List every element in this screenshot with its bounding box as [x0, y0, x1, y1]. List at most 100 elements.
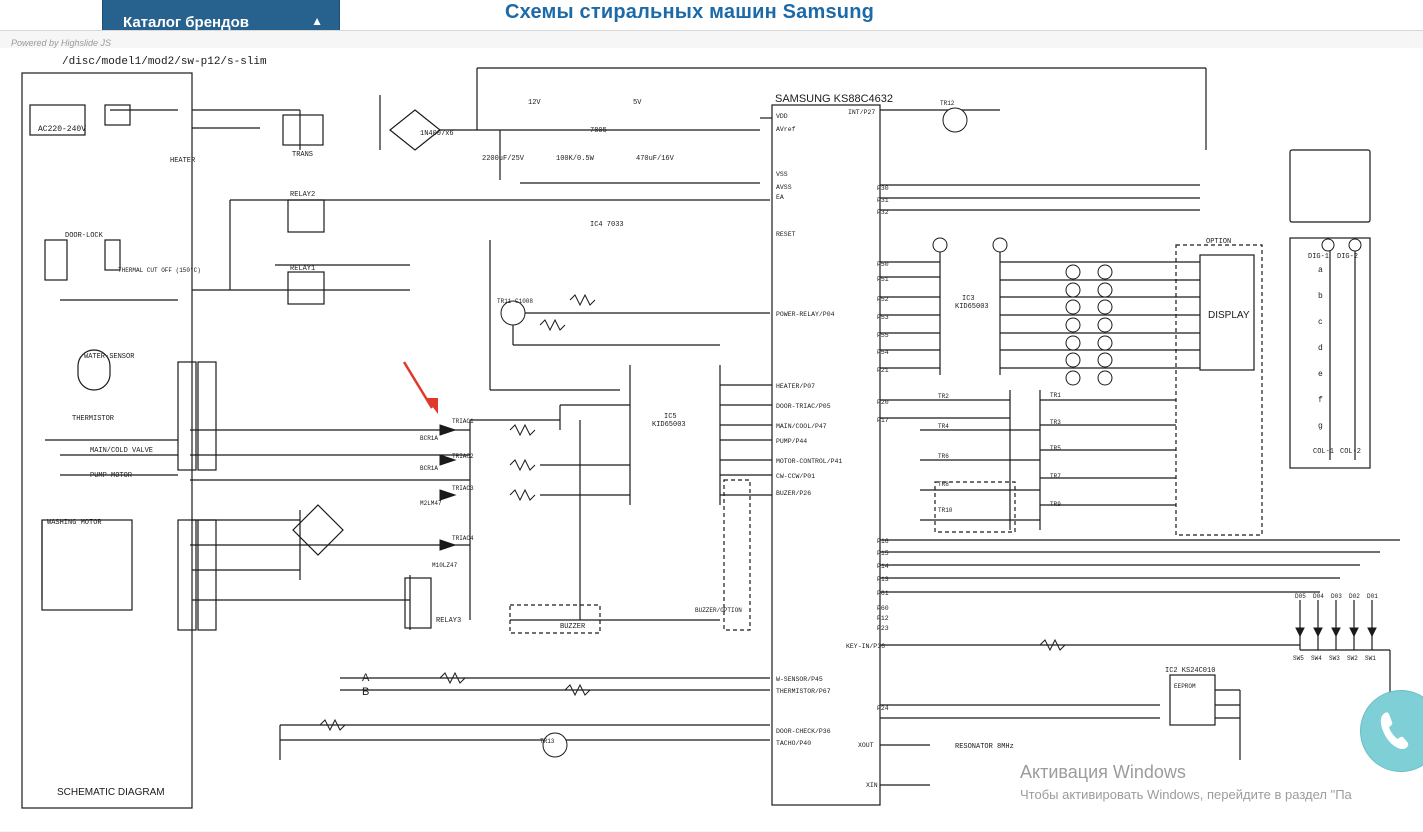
display-module	[1199, 254, 1255, 371]
eeprom-chip	[1169, 674, 1216, 726]
sw-4: SW1	[1365, 655, 1376, 662]
triac-part-1: BCR1A	[420, 465, 438, 472]
segment-map-box	[1289, 237, 1371, 469]
pin-left-2: VSS	[776, 171, 788, 178]
ce7-label: 2200uF/25V	[482, 155, 525, 163]
thermal-label: THERMAL CUT OFF (150°C)	[118, 267, 201, 274]
a-label: A	[362, 672, 370, 684]
red-arrow	[402, 361, 438, 414]
pin-left-3: AVSS	[776, 184, 792, 191]
port-5: P52	[877, 296, 889, 303]
r44-label: 100K/0.5W	[556, 155, 595, 163]
port-18: P12	[877, 615, 889, 622]
seg-f: f	[1318, 396, 1323, 405]
port-3: P50	[877, 261, 889, 268]
zener-label: 1N4007x6	[420, 130, 454, 138]
pin-label-0: HEATER/P07	[776, 383, 815, 390]
tr-2: TR3	[1050, 419, 1061, 426]
ic5-part: KID65003	[652, 421, 686, 429]
pin-left-0: VDD	[776, 113, 788, 120]
tr-5: TR6	[938, 453, 949, 460]
brand-catalog-tab[interactable]: Каталог брендов ▲	[102, 0, 340, 34]
triac-part-2: M2LM47	[420, 500, 442, 507]
dig2-label: DIG-2	[1337, 253, 1358, 261]
port-0: P30	[877, 185, 889, 192]
sw-0: SW5	[1293, 655, 1304, 662]
seg-e: e	[1318, 370, 1323, 379]
ic5-label: IC5	[664, 413, 677, 421]
sw-3: SW2	[1347, 655, 1358, 662]
pin-label-10: THERMISTOR/P67	[776, 688, 831, 695]
trans-label: TRANS	[292, 151, 313, 159]
powered-by-label: Powered by Highslide JS	[11, 38, 112, 48]
phone-call-button[interactable]	[1360, 690, 1423, 772]
pin-label-13: KEY-IN/P36	[846, 643, 885, 650]
tr-7: TR8	[938, 481, 949, 488]
tr-4: TR5	[1050, 445, 1061, 452]
phone-icon	[1380, 712, 1409, 749]
triac-2: TRIAC3	[452, 485, 474, 492]
mcu-chip	[771, 104, 881, 806]
sw-1: SW4	[1311, 655, 1322, 662]
sw-2: SW3	[1329, 655, 1340, 662]
triac-part-0: BCR1A	[420, 435, 438, 442]
tr-11: TR12	[940, 100, 955, 107]
port-1: P31	[877, 197, 889, 204]
port-17: P60	[877, 605, 889, 612]
pin-left-6: XOUT	[858, 742, 874, 749]
heater-label: HEATER	[170, 157, 196, 165]
seg-c: c	[1318, 318, 1323, 327]
port-20: P24	[877, 705, 889, 712]
port-10: P20	[877, 399, 889, 406]
option-label: OPTION	[1206, 238, 1231, 246]
v12-label: 12V	[528, 99, 541, 107]
pump-motor-label: PUMP-MOTOR	[90, 472, 133, 480]
ic3-part: KID65003	[955, 303, 989, 311]
port-11: P17	[877, 417, 889, 424]
triac-3: TRIAC4	[452, 535, 474, 542]
seven-segment-display	[1289, 149, 1371, 223]
washing-motor-label: WASHING MOTOR	[47, 519, 102, 527]
pin-left-1: AVref	[776, 126, 796, 133]
col1-label: COL-1	[1313, 448, 1334, 456]
port-19: P23	[877, 625, 889, 632]
chevron-up-icon[interactable]: ▲	[311, 14, 323, 28]
diode-1: D04	[1313, 593, 1324, 600]
thermistor-label: THERMISTOR	[72, 415, 115, 423]
ic4-label: IC4 7033	[590, 221, 624, 229]
door-lock-label: DOOR-LOCK	[65, 232, 104, 240]
seg-a: a	[1318, 266, 1323, 275]
relay2-label: RELAY2	[290, 191, 315, 199]
port-7: P55	[877, 332, 889, 339]
port-14: P14	[877, 563, 889, 570]
b-label: B	[362, 686, 369, 698]
tr-0: TR1	[1050, 392, 1061, 399]
pin-label-8: RESET	[776, 231, 796, 238]
pin-label-5: CW-CCW/P01	[776, 473, 815, 480]
chip-title: SAMSUNG KS88C4632	[775, 93, 893, 105]
diode-4: D01	[1367, 593, 1378, 600]
triac-0: TRIAC1	[452, 418, 474, 425]
port-9: P21	[877, 367, 889, 374]
pin-label-1: DOOR-TRIAC/P05	[776, 403, 831, 410]
v5-label: 5V	[633, 99, 642, 107]
triac-1: TRIAC2	[452, 453, 474, 460]
port-15: P13	[877, 576, 889, 583]
tr-6: TR7	[1050, 473, 1061, 480]
tr-10: TR11 C1008	[497, 298, 533, 305]
port-2: P32	[877, 209, 889, 216]
tr7-label: 7805	[590, 127, 607, 135]
brand-catalog-label: Каталог брендов	[123, 14, 250, 31]
pin-label-9: W-SENSOR/P45	[776, 676, 823, 683]
page-title: Схемы стиральных машин Samsung	[505, 1, 875, 23]
left-panel-frame	[21, 72, 193, 809]
buzzer-option-label: BUZZER/OPTION	[695, 607, 742, 614]
tr-12: TR13	[540, 738, 555, 745]
diagram-label: SCHEMATIC DIAGRAM	[57, 787, 165, 798]
seg-g: g	[1318, 422, 1323, 431]
schematic-diagram[interactable]: /disc/model1/mod2/sw-p12/s-slim SAMSUNG …	[0, 48, 1423, 831]
pin-label-2: MAIN/COOL/P47	[776, 423, 827, 430]
port-8: P54	[877, 349, 889, 356]
col2-label: COL-2	[1340, 448, 1361, 456]
diode-0: D05	[1295, 593, 1306, 600]
